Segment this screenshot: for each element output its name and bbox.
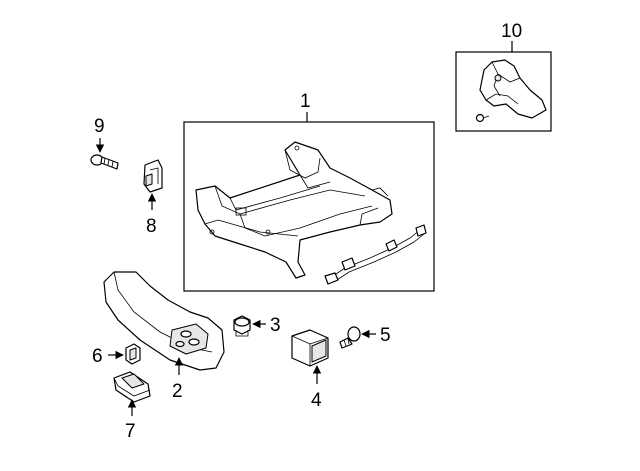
callout-5: 5 (380, 325, 391, 346)
cover-drawing (475, 59, 547, 123)
part-7-knob[interactable] (113, 371, 151, 403)
part-10-box (455, 51, 552, 132)
part-5-bolt[interactable] (339, 326, 361, 349)
callout-7: 7 (125, 421, 136, 442)
part-6-clip[interactable] (125, 343, 141, 365)
part-1-seat-track-assembly[interactable] (183, 112, 435, 292)
callout-2: 2 (172, 381, 183, 402)
part-1-frame-box (183, 121, 435, 292)
part-10-cover[interactable] (455, 41, 552, 132)
part-2-side-shield[interactable] (103, 271, 225, 371)
part-9-screw[interactable] (90, 154, 119, 170)
callout-6: 6 (92, 346, 103, 367)
part-4-module[interactable] (291, 329, 329, 367)
callout-9: 9 (94, 116, 105, 137)
seat-track-drawing (195, 141, 393, 279)
part-8-clip[interactable] (143, 159, 163, 193)
callout-4: 4 (311, 390, 322, 411)
wire-harness-drawing (324, 224, 427, 285)
part-3-nut[interactable] (233, 315, 251, 337)
callout-10: 10 (501, 21, 522, 42)
callout-8: 8 (146, 216, 157, 237)
callout-1: 1 (300, 91, 311, 112)
callout-3: 3 (270, 315, 281, 336)
